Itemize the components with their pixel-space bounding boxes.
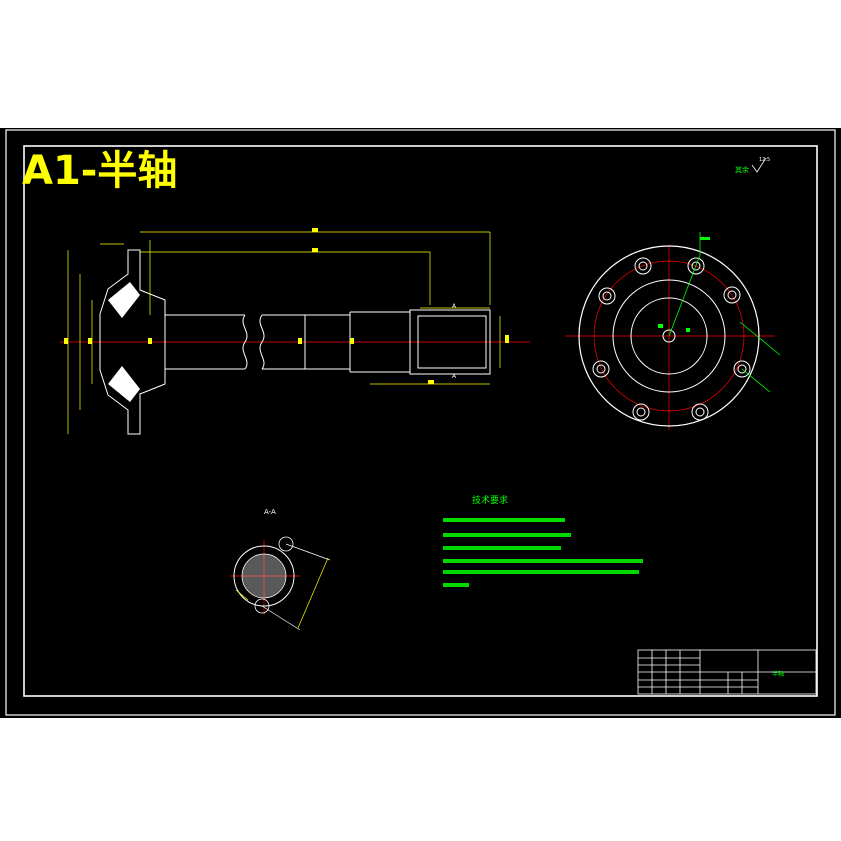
dim-value-5 xyxy=(148,338,152,344)
tech-req-line xyxy=(443,518,565,522)
tech-req-line xyxy=(443,583,469,587)
dim-value xyxy=(686,328,690,332)
break-line-right xyxy=(259,314,265,370)
paper-background xyxy=(0,128,841,718)
dim-value-6 xyxy=(350,338,354,344)
bolt-hole xyxy=(691,403,709,421)
bolt-hole xyxy=(598,287,616,305)
bolt-hole-inner xyxy=(691,261,701,271)
tech-req-title: 技术要求 xyxy=(472,494,508,506)
section-view-label: A-A xyxy=(264,508,276,516)
bolt-hole-inner xyxy=(695,407,705,417)
tech-req-line xyxy=(443,559,643,563)
bolt-hole-inner xyxy=(602,291,612,301)
bolt-hole xyxy=(634,257,652,275)
section-marker-top: A xyxy=(452,303,457,310)
drawing-title: A1-半轴 xyxy=(22,148,177,194)
title-block-part-name: 半轴 xyxy=(772,670,784,678)
section-dim-extension xyxy=(261,605,301,631)
bolt-hole-inner xyxy=(596,364,606,374)
spline-tooth-top xyxy=(278,536,294,552)
bolt-hole-inner xyxy=(636,407,646,417)
bolt-hole-inner xyxy=(727,290,737,300)
center-hole xyxy=(662,329,676,343)
bolt-hole-inner xyxy=(737,364,747,374)
spline-end xyxy=(409,309,491,375)
bolt-holes xyxy=(592,257,751,421)
section-dim-line xyxy=(297,557,329,629)
dim-value xyxy=(658,324,663,328)
shaft-front-view xyxy=(60,249,530,435)
dim-value-7 xyxy=(298,338,302,344)
dim-value-2 xyxy=(312,248,318,252)
tech-req-line xyxy=(443,533,571,537)
hub-circle xyxy=(612,279,726,393)
section-outer-circle xyxy=(233,545,295,607)
bolt-hole-inner xyxy=(638,261,648,271)
bolt-hole xyxy=(632,403,650,421)
tech-req-line xyxy=(443,570,639,574)
bolt-hole xyxy=(687,257,705,275)
dim-value xyxy=(700,237,710,240)
surface-note-label: 其余 xyxy=(735,165,749,174)
side-dimension-values xyxy=(658,237,710,332)
tech-req-line xyxy=(443,546,561,550)
shaft-circle xyxy=(630,297,708,375)
section-leader xyxy=(235,589,249,601)
tech-req-lines xyxy=(443,518,643,587)
surface-roughness-note: 其余 12.5 xyxy=(735,157,770,174)
break-line-left xyxy=(242,314,248,370)
dim-value-1 xyxy=(312,228,318,232)
roughness-symbol-icon xyxy=(751,157,767,173)
title-block xyxy=(637,649,817,695)
leader-line xyxy=(739,321,781,356)
bolt-circle xyxy=(593,260,745,412)
leader-line xyxy=(668,254,701,337)
dim-value-8 xyxy=(428,380,434,384)
dim-value-4 xyxy=(88,338,92,344)
bolt-hole xyxy=(723,286,741,304)
flange-outline xyxy=(99,249,166,435)
side-leader-lines xyxy=(668,232,781,393)
dimension-values xyxy=(64,228,509,384)
bolt-hole xyxy=(592,360,610,378)
section-dim-extension xyxy=(285,543,331,561)
bolt-hole xyxy=(733,360,751,378)
section-hatch-circle xyxy=(241,553,287,599)
flange-hatch-bottom xyxy=(108,366,140,402)
leader-line xyxy=(741,368,771,393)
outer-frame xyxy=(5,129,836,716)
inner-frame xyxy=(23,145,818,697)
dim-value-3 xyxy=(64,338,68,344)
flange-side-view xyxy=(565,232,781,430)
dim-value-9 xyxy=(505,335,509,343)
spline-inner xyxy=(417,315,487,369)
section-a-a-view xyxy=(230,536,331,631)
spline-tooth-bottom xyxy=(254,598,270,614)
flange-hatch-top xyxy=(108,282,140,318)
section-marker-bottom: A xyxy=(452,373,457,380)
flange-outer-circle xyxy=(578,245,760,427)
